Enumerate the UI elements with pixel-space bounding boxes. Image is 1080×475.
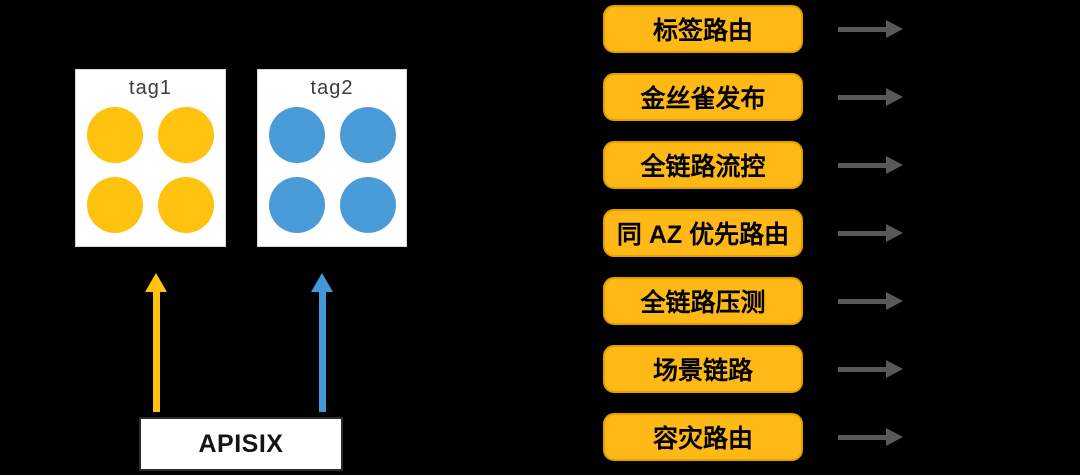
feature-box-disaster-recovery-routing: 容灾路由 [603,413,803,461]
right-arrow-icon [838,291,903,310]
instance-circle [268,107,325,163]
feature-row: 金丝雀发布 [603,73,903,121]
feature-box-full-link-flow-control: 全链路流控 [603,141,803,189]
right-arrow-icon [838,155,903,174]
feature-row: 全链路流控 [603,141,903,189]
instance-circle [158,177,214,233]
feature-row: 同 AZ 优先路由 [603,209,903,257]
instance-circle [339,107,396,163]
arrow-head [145,273,167,292]
feature-row: 场景链路 [603,345,903,393]
instance-circle [87,177,143,233]
right-arrow-icon [838,359,903,378]
feature-row: 标签路由 [603,5,903,53]
feature-list: 标签路由 金丝雀发布 全链路流控 同 AZ 优先路由 全链路压测 场景链路 容灾… [603,5,903,461]
instance-circle [268,177,325,233]
feature-box-scenario-link: 场景链路 [603,345,803,393]
tag1-label: tag1 [129,77,172,99]
instance-circle [158,107,214,163]
apisix-gateway-box: APISIX [139,417,343,471]
up-arrow-to-tag2-icon [311,273,334,412]
right-arrow-icon [838,223,903,242]
feature-box-tag-routing: 标签路由 [603,5,803,53]
right-arrow-icon [838,427,903,446]
feature-box-canary-release: 金丝雀发布 [603,73,803,121]
tag2-instance-grid [258,107,406,233]
arrow-head [311,273,333,292]
right-arrow-icon [838,87,903,106]
feature-box-same-az-priority-routing: 同 AZ 优先路由 [603,209,803,257]
tag1-group-box: tag1 [75,69,226,247]
tag1-instance-grid [76,107,225,233]
feature-box-full-link-stress-test: 全链路压测 [603,277,803,325]
arrow-shaft [153,290,160,412]
feature-row: 全链路压测 [603,277,903,325]
tag2-group-box: tag2 [257,69,407,247]
up-arrow-to-tag1-icon [145,273,168,412]
instance-circle [339,177,396,233]
tag2-label: tag2 [310,77,354,99]
arrow-shaft [319,290,326,412]
instance-circle [87,107,143,163]
feature-row: 容灾路由 [603,413,903,461]
right-arrow-icon [838,19,903,38]
